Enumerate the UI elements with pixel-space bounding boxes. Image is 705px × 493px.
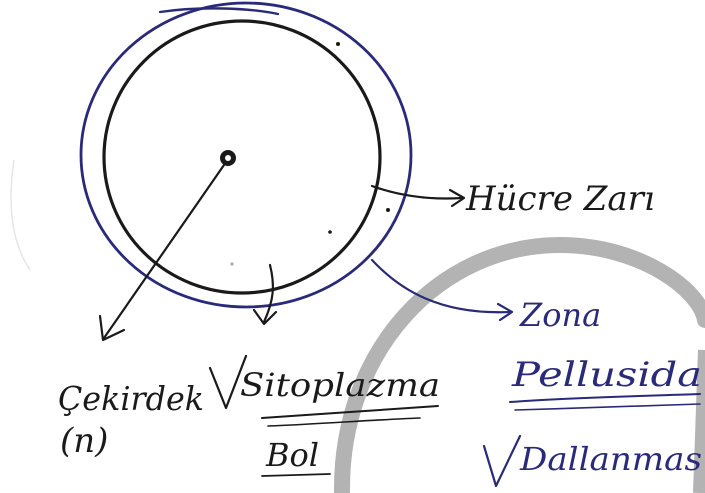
arrow-to-hucre-zari bbox=[372, 186, 462, 199]
label-dallanmas: Dallanmas bbox=[519, 440, 702, 478]
speckle bbox=[328, 230, 332, 234]
speckle bbox=[230, 262, 233, 265]
speckle bbox=[386, 208, 390, 212]
zona-pellucida-ring bbox=[81, 3, 411, 307]
pencil-trace bbox=[11, 160, 30, 270]
label-sitoplazma: Sitoplazma bbox=[240, 366, 440, 404]
check-mark-icon bbox=[484, 436, 520, 486]
cell-membrane-ring bbox=[104, 21, 380, 293]
ring-overshoot bbox=[160, 8, 278, 14]
speckle bbox=[336, 42, 340, 46]
zona-underline-2 bbox=[515, 404, 700, 410]
label-cekirdek: Çekirdek bbox=[58, 379, 204, 418]
arrow-to-sitoplazma bbox=[264, 265, 273, 322]
label-cekirdek-n: (n) bbox=[60, 421, 108, 461]
bol-underline bbox=[262, 474, 330, 476]
arrow-to-cekirdek bbox=[104, 165, 224, 338]
label-pellusida: Pellusida bbox=[511, 355, 702, 395]
label-hucre-zari: Hücre Zarı bbox=[465, 179, 655, 219]
label-zona: Zona bbox=[519, 296, 601, 334]
zona-underline bbox=[510, 394, 700, 402]
label-bol: Bol bbox=[265, 436, 319, 474]
nucleus-center bbox=[225, 155, 231, 161]
